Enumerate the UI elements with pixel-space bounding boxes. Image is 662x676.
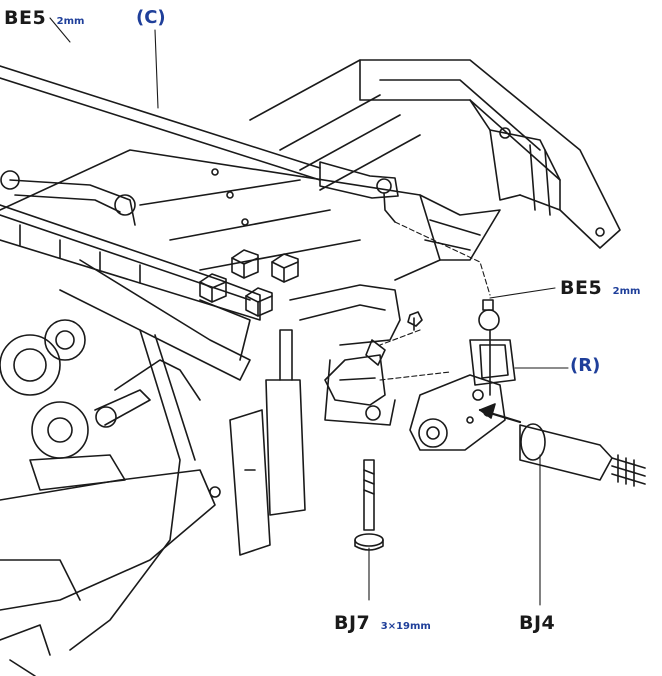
bj7-size: 3×19mm <box>380 621 431 632</box>
pin-bj4 <box>478 403 646 487</box>
cross-beam <box>0 204 261 321</box>
chassis-plate <box>0 149 501 281</box>
upper-arm <box>289 284 401 426</box>
label-be5-top: BE5 2mm <box>4 9 84 28</box>
bj4-code: BJ4 <box>519 612 556 634</box>
hex-nuts <box>199 249 299 317</box>
be5-size: 2mm <box>56 16 85 27</box>
be5-code: BE5 <box>4 7 47 29</box>
leader-lines <box>49 17 569 606</box>
label-bj4: BJ4 <box>519 614 555 633</box>
label-be5-right: BE5 2mm <box>560 279 640 298</box>
label-view-r: (R) <box>570 355 601 376</box>
be5-size: 2mm <box>612 286 641 297</box>
rear-frame <box>249 59 621 249</box>
link-rod-c <box>0 65 399 223</box>
left-arms <box>0 170 251 381</box>
guide-lines <box>379 221 491 381</box>
shock-absorber <box>229 329 306 556</box>
bj7-code: BJ7 <box>334 612 371 634</box>
be5-code: BE5 <box>560 277 603 299</box>
ball-end-r <box>469 299 516 396</box>
lower-chassis <box>0 329 221 676</box>
small-clip <box>407 311 423 331</box>
screw-bj7 <box>354 459 384 551</box>
label-view-c: (C) <box>136 7 166 28</box>
label-bj7: BJ7 3×19mm <box>334 614 431 633</box>
